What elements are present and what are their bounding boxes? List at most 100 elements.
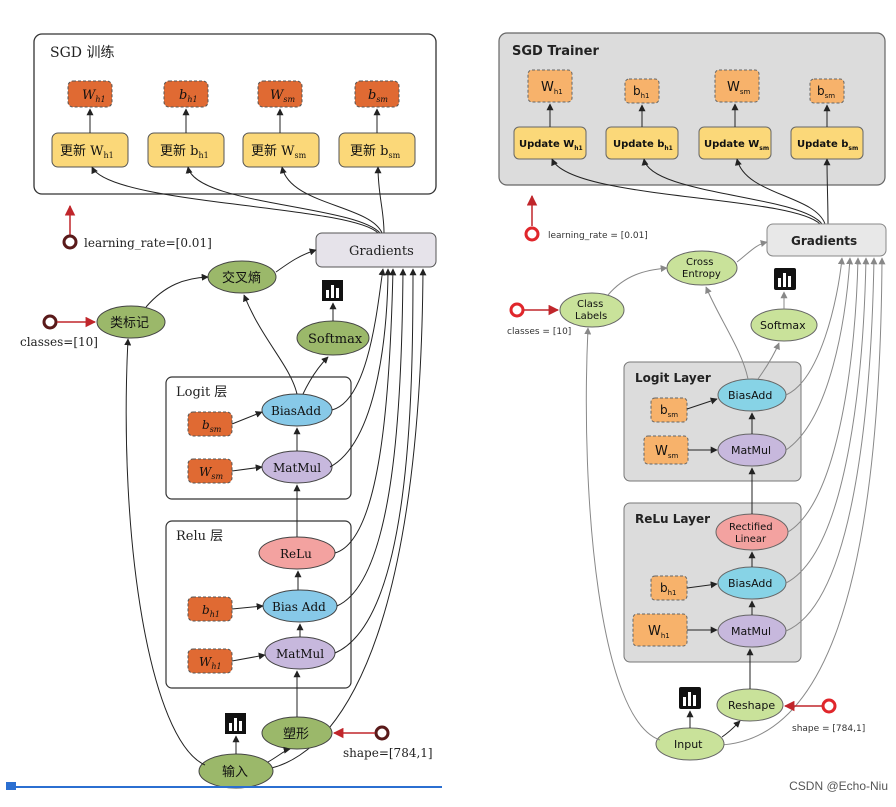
svg-text:MatMul: MatMul xyxy=(276,647,324,661)
right-bsm-node: bsm xyxy=(650,397,688,423)
right-relu-layer-title: ReLu Layer xyxy=(635,512,710,526)
right-update-bsm: Update bsm xyxy=(790,126,864,160)
svg-text:Wsm: Wsm xyxy=(655,444,679,460)
left-bsm-node: bsm xyxy=(187,411,233,437)
left-bh1-node: bh1 xyxy=(187,596,233,622)
left-input-chart-icon xyxy=(225,713,246,734)
svg-text:BiasAdd: BiasAdd xyxy=(728,389,772,402)
left-update-wsm: 更新 Wsm xyxy=(242,132,320,168)
right-shape-source-icon xyxy=(821,698,837,714)
right-biasadd-logit-node: BiasAdd xyxy=(717,378,787,412)
left-update-bh1: 更新 bh1 xyxy=(147,132,225,168)
svg-text:交叉熵: 交叉熵 xyxy=(222,270,261,286)
svg-text:bh1: bh1 xyxy=(633,84,650,100)
right-logit-layer-title: Logit Layer xyxy=(635,371,711,385)
right-rectified-linear-node: Rectified Linear xyxy=(715,513,789,551)
right-param-wsm: Wsm xyxy=(714,69,760,103)
left-param-wsm: Wsm xyxy=(257,80,303,108)
left-relu-node: ReLu xyxy=(258,536,336,570)
svg-text:Wsm: Wsm xyxy=(270,88,295,104)
svg-text:MatMul: MatMul xyxy=(273,461,321,475)
svg-text:Update bh1: Update bh1 xyxy=(613,139,673,152)
svg-text:Entropy: Entropy xyxy=(682,269,721,280)
svg-text:Wsm: Wsm xyxy=(727,80,751,96)
right-softmax-node: Softmax xyxy=(750,308,818,342)
svg-text:Class: Class xyxy=(577,299,603,310)
left-reshape-node: 塑形 xyxy=(261,716,333,750)
right-classes-label: classes = [10] xyxy=(507,327,571,337)
right-shape-label: shape = [784,1] xyxy=(792,724,865,734)
left-classes-label: classes=[10] xyxy=(20,335,98,349)
right-classes-source-icon xyxy=(509,302,525,318)
left-bottom-square xyxy=(6,782,16,790)
left-matmul-logit-node: MatMul xyxy=(261,450,333,484)
left-class-labels-node: 类标记 xyxy=(96,305,166,339)
right-matmul-relu-node: MatMul xyxy=(717,614,787,648)
right-cross-entropy-node: Cross Entropy xyxy=(666,250,738,286)
left-learning-rate-source-icon xyxy=(62,234,78,250)
svg-text:bh1: bh1 xyxy=(179,88,198,104)
svg-text:Update Wsm: Update Wsm xyxy=(704,139,769,152)
right-diagram: SGD Trainer Wh1 bh1 Wsm bsm Update Wh1 U… xyxy=(498,32,887,761)
left-gradients-node: Gradients xyxy=(315,232,437,268)
svg-text:ReLu: ReLu xyxy=(280,547,312,561)
right-softmax-chart-icon xyxy=(774,268,796,290)
right-learning-rate-label: learning_rate = [0.01] xyxy=(548,231,648,241)
right-input-node: Input xyxy=(655,727,725,761)
svg-text:类标记: 类标记 xyxy=(110,316,149,331)
svg-text:Linear: Linear xyxy=(735,534,767,545)
left-softmax-node: Softmax xyxy=(296,320,370,356)
left-wh1-node: Wh1 xyxy=(187,648,233,674)
left-diagram: SGD 训练 Wh1 bh1 Wsm bsm 更新 Wh1 更新 bh1 xyxy=(20,33,437,789)
left-shape-label: shape=[784,1] xyxy=(343,746,433,760)
svg-text:Gradients: Gradients xyxy=(791,234,857,248)
left-cross-entropy-node: 交叉熵 xyxy=(207,260,277,294)
right-wh1-node: Wh1 xyxy=(632,613,688,647)
right-bh1-node: bh1 xyxy=(650,575,688,601)
svg-text:Gradients: Gradients xyxy=(349,244,414,259)
svg-text:Wh1: Wh1 xyxy=(82,88,106,104)
svg-text:Update bsm: Update bsm xyxy=(797,139,858,152)
left-sgd-title: SGD 训练 xyxy=(50,45,114,61)
svg-text:塑形: 塑形 xyxy=(283,727,309,742)
right-matmul-logit-node: MatMul xyxy=(717,433,787,467)
left-wsm-node: Wsm xyxy=(187,458,233,484)
svg-text:Wh1: Wh1 xyxy=(648,624,670,640)
right-sgd-title: SGD Trainer xyxy=(512,44,600,59)
left-learning-rate-label: learning_rate=[0.01] xyxy=(84,236,212,250)
right-biasadd-relu-node: BiasAdd xyxy=(717,566,787,600)
svg-text:Softmax: Softmax xyxy=(760,319,806,332)
svg-text:Softmax: Softmax xyxy=(308,332,363,347)
svg-text:更新 bh1: 更新 bh1 xyxy=(160,143,209,160)
left-softmax-chart-icon xyxy=(322,280,343,301)
svg-text:Update Wh1: Update Wh1 xyxy=(519,139,583,152)
left-biasadd-relu-node: Bias Add xyxy=(262,589,338,623)
svg-text:更新 Wh1: 更新 Wh1 xyxy=(60,143,114,160)
right-reshape-node: Reshape xyxy=(716,688,784,722)
svg-text:MatMul: MatMul xyxy=(731,444,771,457)
right-wsm-node: Wsm xyxy=(643,435,689,465)
svg-text:Reshape: Reshape xyxy=(728,699,775,712)
watermark-text: CSDN @Echo-Niu xyxy=(789,779,888,793)
left-param-bsm: bsm xyxy=(354,80,400,108)
left-matmul-relu-node: MatMul xyxy=(264,636,336,670)
right-sgd-panel xyxy=(498,32,886,186)
right-gradients-node: Gradients xyxy=(766,223,887,257)
svg-text:更新 bsm: 更新 bsm xyxy=(350,143,401,160)
svg-text:bsm: bsm xyxy=(660,403,678,419)
svg-text:MatMul: MatMul xyxy=(731,625,771,638)
svg-text:输入: 输入 xyxy=(222,764,248,780)
svg-text:Rectified: Rectified xyxy=(729,522,773,533)
svg-text:Wh1: Wh1 xyxy=(199,655,222,671)
left-biasadd-logit-node: BiasAdd xyxy=(261,393,333,427)
left-classes-source-icon xyxy=(42,314,58,330)
svg-text:Bias Add: Bias Add xyxy=(272,600,326,614)
svg-text:Wsm: Wsm xyxy=(199,465,223,481)
svg-text:Wh1: Wh1 xyxy=(541,80,563,96)
svg-text:bh1: bh1 xyxy=(660,581,677,597)
left-update-wh1: 更新 Wh1 xyxy=(51,132,129,168)
svg-text:bsm: bsm xyxy=(817,84,835,100)
left-input-node: 输入 xyxy=(198,753,274,789)
